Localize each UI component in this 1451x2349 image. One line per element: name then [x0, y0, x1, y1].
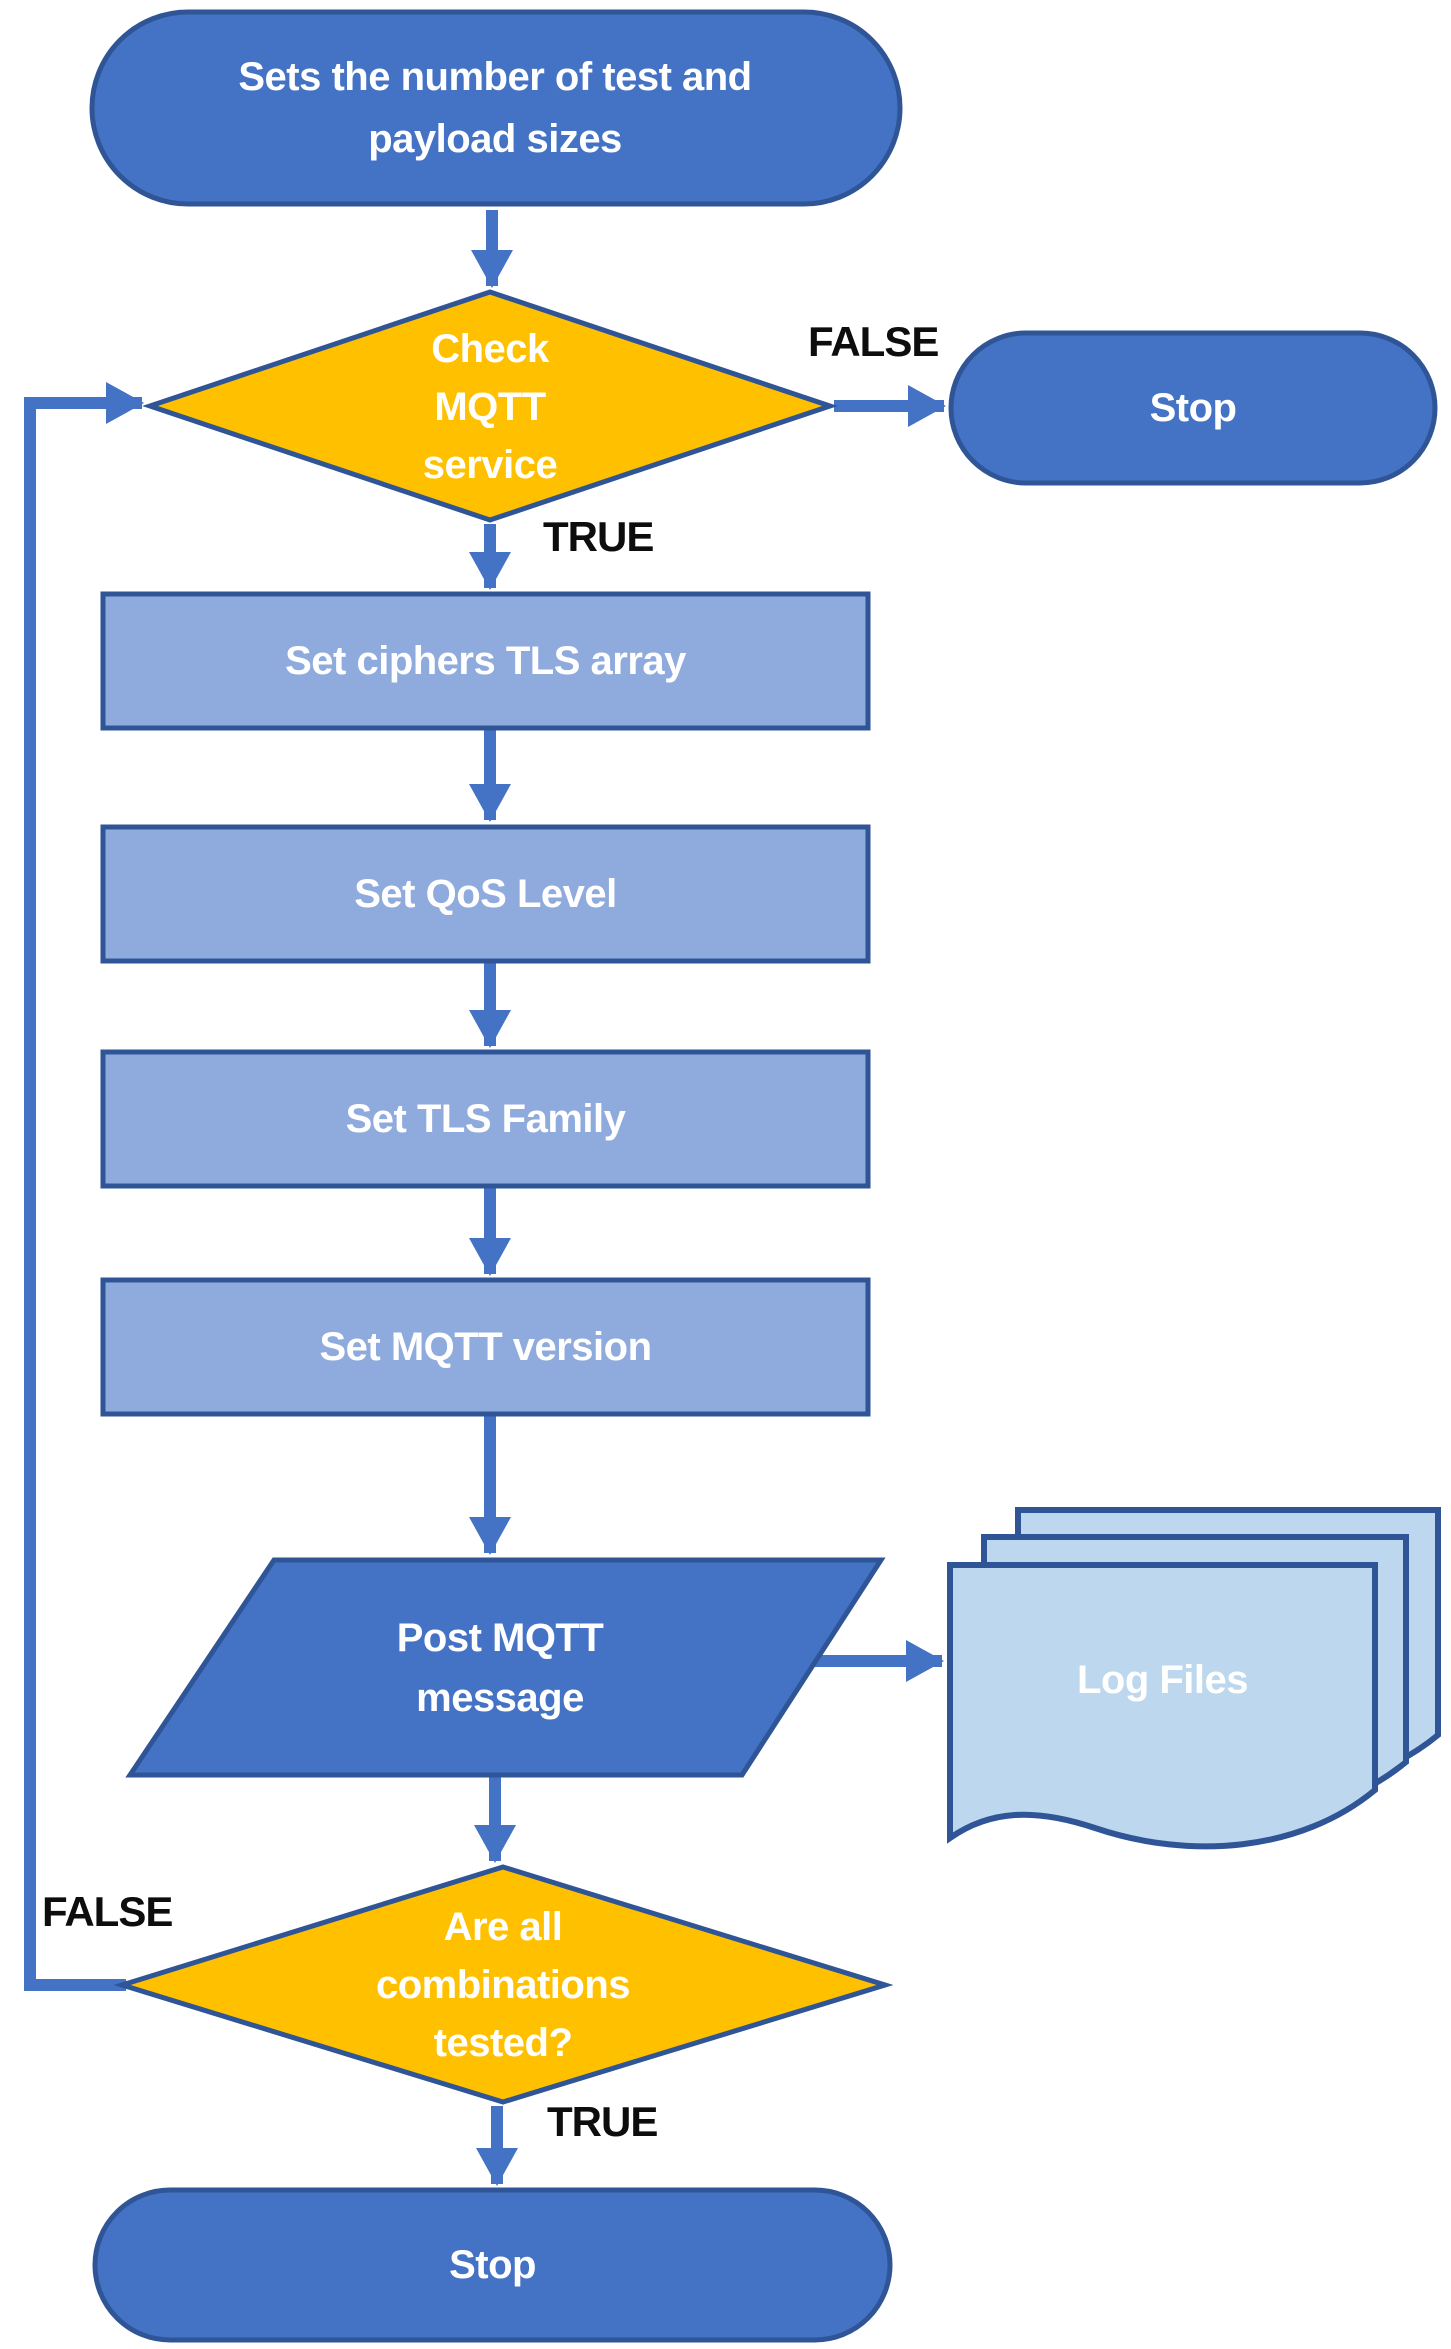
- node-post-mqtt-parallelogram: [125, 1557, 886, 1778]
- node-set-qos-process: [100, 824, 871, 964]
- post-mqtt-label: Post MQTT message: [300, 1590, 700, 1745]
- start-label-line2: payload sizes: [368, 116, 622, 161]
- check-mqtt-label-line1: Check: [431, 327, 549, 371]
- check-mqtt-label-line3: service: [422, 443, 558, 487]
- stop-bottom-label: Stop: [449, 2243, 536, 2287]
- all-tested-label-line3: tested?: [433, 2021, 573, 2065]
- node-stop-bottom-terminator: [92, 2187, 893, 2343]
- post-mqtt-label-line1: Post MQTT: [396, 1615, 604, 1660]
- stop-top-label: Stop: [1149, 386, 1237, 430]
- node-all-tested-decision: [113, 1864, 894, 2105]
- check-mqtt-label: Check MQTT service: [340, 315, 640, 499]
- set-qos-label: Set QoS Level: [354, 872, 617, 916]
- all-tested-label-line2: combinations: [375, 1963, 631, 2007]
- log-files-label: Log Files: [1076, 1658, 1249, 1702]
- node-check-mqtt-decision: [142, 289, 838, 523]
- set-mqtt-version-label: Set MQTT version: [319, 1325, 652, 1369]
- node-set-mqtt-version-process: [100, 1277, 871, 1417]
- node-start-terminator: [89, 9, 903, 207]
- set-tls-family-label: Set TLS Family: [345, 1097, 626, 1141]
- node-set-ciphers-process: [100, 591, 871, 731]
- edge-label-false-bottom: FALSE: [42, 1888, 173, 1935]
- node-stop-top-terminator: [948, 330, 1438, 486]
- start-label: Sets the number of test and payload size…: [145, 25, 845, 190]
- all-tested-label-line1: Are all: [443, 1905, 563, 1949]
- node-set-tls-family-process: [100, 1049, 871, 1189]
- all-tested-label: Are all combinations tested?: [350, 1892, 656, 2078]
- set-ciphers-label: Set ciphers TLS array: [285, 639, 686, 683]
- check-mqtt-label-line2: MQTT: [434, 385, 546, 429]
- start-label-line1: Sets the number of test and: [238, 54, 752, 99]
- log-files-page-front: [947, 1562, 1378, 1850]
- edge-alltested-false-loopback: [24, 382, 144, 1991]
- node-log-files-document-stack: [947, 1507, 1441, 1850]
- edge-label-false-top: FALSE: [808, 318, 939, 365]
- post-mqtt-label-line2: message: [416, 1675, 584, 1720]
- edge-label-true-top: TRUE: [543, 513, 654, 560]
- edge-label-true-bottom: TRUE: [547, 2098, 658, 2145]
